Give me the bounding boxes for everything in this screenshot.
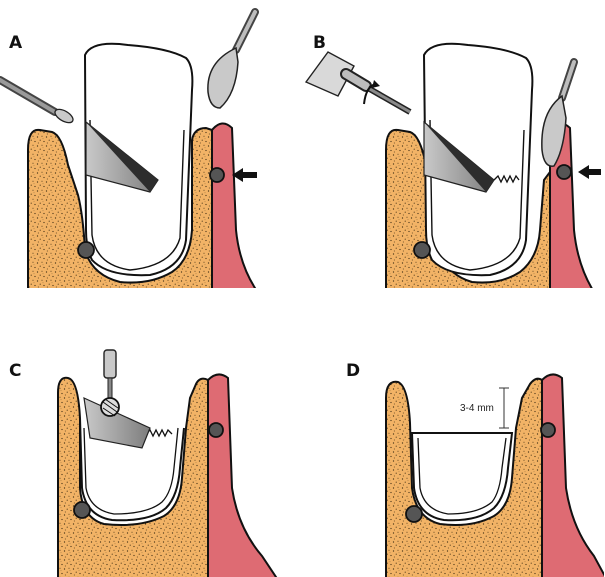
nodule-right [557, 165, 571, 179]
periosteal-elevator [208, 12, 255, 108]
panel-label: B [313, 33, 326, 53]
nodule-right [541, 423, 555, 437]
round-bur [101, 350, 119, 416]
panel-b-illustration [302, 0, 604, 288]
panel-c: C [0, 288, 302, 576]
panel-label: D [346, 361, 360, 381]
measurement-label: 3-4 mm [460, 403, 494, 414]
panel-a-illustration [0, 0, 302, 288]
arrow-icon [232, 168, 257, 182]
panel-label: C [9, 361, 21, 381]
nodule-left [414, 242, 430, 258]
nodule-left [406, 506, 422, 522]
root [412, 433, 512, 520]
arrow-icon [578, 165, 601, 179]
nodule-right [209, 423, 223, 437]
panel-a: A [0, 0, 302, 288]
gum [542, 374, 604, 577]
panel-d: D 3-4 mm [302, 288, 604, 576]
handpiece-drill [306, 52, 410, 112]
panel-d-illustration [302, 288, 604, 577]
panel-label: A [9, 33, 22, 53]
panel-c-illustration [0, 288, 302, 577]
gum [212, 123, 280, 288]
measurement-bracket [499, 388, 509, 428]
nodule-left [74, 502, 90, 518]
gum [208, 374, 278, 577]
bur-drill [0, 80, 75, 125]
nodule-right [210, 168, 224, 182]
panel-b: B [302, 0, 604, 288]
nodule-left [78, 242, 94, 258]
